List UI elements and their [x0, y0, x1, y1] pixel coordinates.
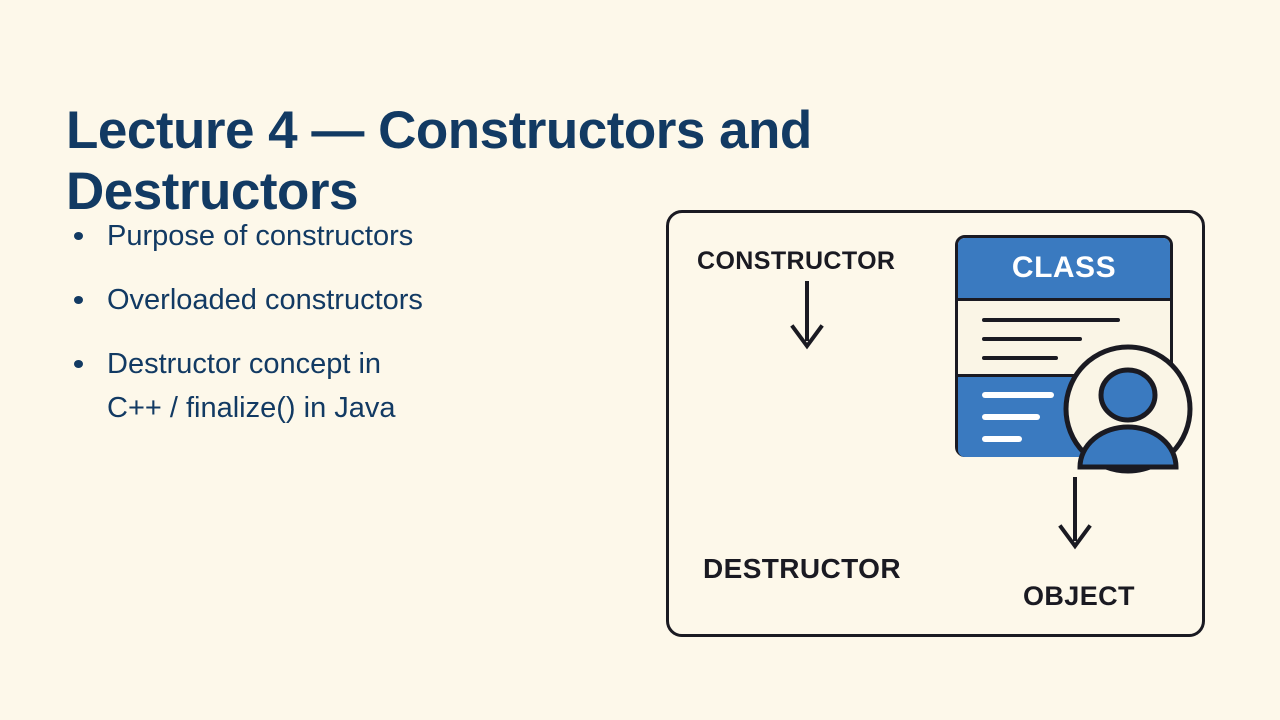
content-line [982, 414, 1040, 420]
content-line [982, 356, 1058, 360]
list-item-label: Destructor concept in [107, 348, 382, 380]
class-card: CLASS [955, 235, 1193, 474]
diagram-label-object: OBJECT [1023, 581, 1135, 611]
class-card-title: CLASS [1011, 251, 1117, 284]
content-line [982, 337, 1082, 341]
arrow-down-icon [1058, 477, 1092, 550]
content-line [982, 436, 1022, 442]
bullet-dot-icon [74, 296, 83, 304]
diagram-label-destructor: DESTRUCTOR [703, 553, 901, 584]
diagram-label-constructor: CONSTRUCTOR [697, 247, 896, 275]
list-item: Purpose of constructors [66, 214, 626, 258]
diagram-panel: CONSTRUCTOR DESTRUCTOR OBJECT CLASS [666, 210, 1205, 637]
bullet-dot-icon [74, 360, 83, 368]
user-avatar-icon [1063, 344, 1193, 474]
list-item-label: Purpose of constructors [107, 220, 414, 252]
list-item-label: Overloaded constructors [107, 284, 423, 316]
page-title: Lecture 4 — Constructors and Destructors [66, 100, 812, 221]
content-line [982, 318, 1120, 322]
bullet-dot-icon [74, 232, 83, 240]
list-item: Destructor concept in C++ / finalize() i… [66, 342, 626, 430]
content-line [982, 392, 1054, 398]
arrow-down-icon [790, 281, 824, 350]
bullet-list: Purpose of constructors Overloaded const… [66, 214, 626, 430]
class-card-body [958, 301, 1170, 374]
list-item: Overloaded constructors [66, 278, 626, 322]
class-card-header: CLASS [958, 238, 1170, 301]
list-item-label-line2: C++ / finalize() in Java [107, 392, 396, 424]
